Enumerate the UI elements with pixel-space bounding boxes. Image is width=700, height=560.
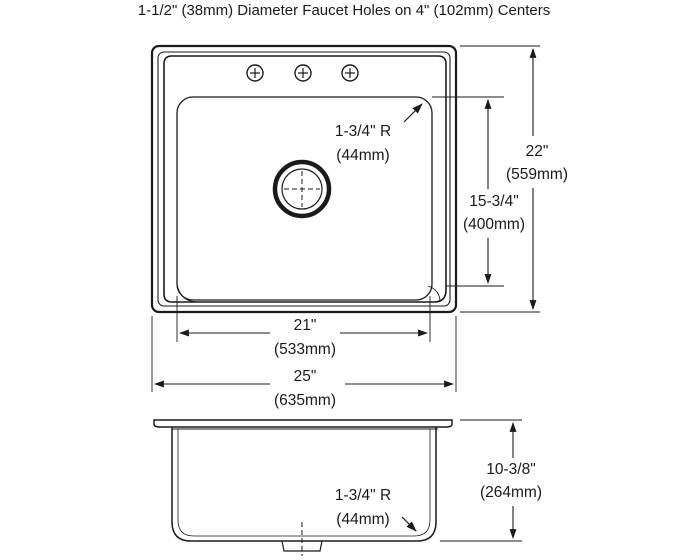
overall-width-imperial: 25" [294,368,317,385]
corner-radius-imperial: 1-3/4" R [335,123,391,140]
top-view: 1-3/4" R (44mm) 22" (559mm) 15-3/4" (400… [150,44,568,409]
bowl-height-metric: (264mm) [480,484,542,501]
side-view: 1-3/4" R (44mm) 10-3/8" (264mm) [153,419,542,556]
side-corner-radius-metric: (44mm) [336,511,389,528]
overall-depth-metric: (559mm) [506,166,568,183]
side-bowl-body [171,427,437,542]
faucet-hole-icon [246,64,264,82]
bowl-depth-metric: (400mm) [463,216,525,233]
faucet-hole-icon [294,64,312,82]
faucet-holes-title: 1-1/2" (38mm) Diameter Faucet Holes on 4… [138,2,550,19]
corner-radius-leader [403,103,423,123]
faucet-holes [246,64,359,82]
overall-depth-dimension: 22" (559mm) [460,45,568,313]
overall-depth-imperial: 22" [526,143,549,160]
bowl-width-dimension: 21" (533mm) [176,296,431,358]
side-rim-flange [153,419,453,428]
bowl-width-imperial: 21" [294,317,317,334]
drain-icon [272,159,332,219]
side-corner-radius-leader [401,516,417,532]
faucet-hole-icon [341,64,359,82]
overall-width-metric: (635mm) [274,392,336,409]
corner-radius-metric: (44mm) [336,147,389,164]
sink-bowl [176,96,433,301]
bowl-width-metric: (533mm) [274,341,336,358]
sink-deck [163,55,447,303]
bowl-height-dimension: 10-3/8" (264mm) [440,419,542,542]
sink-outer-rim [150,44,458,314]
overall-width-dimension: 25" (635mm) [151,316,457,409]
sink-rim-inner-edge [157,51,451,307]
bowl-depth-imperial: 15-3/4" [469,193,518,210]
bowl-depth-dimension: 15-3/4" (400mm) [432,96,525,287]
bowl-height-imperial: 10-3/8" [486,461,535,478]
side-corner-radius-imperial: 1-3/4" R [335,487,391,504]
